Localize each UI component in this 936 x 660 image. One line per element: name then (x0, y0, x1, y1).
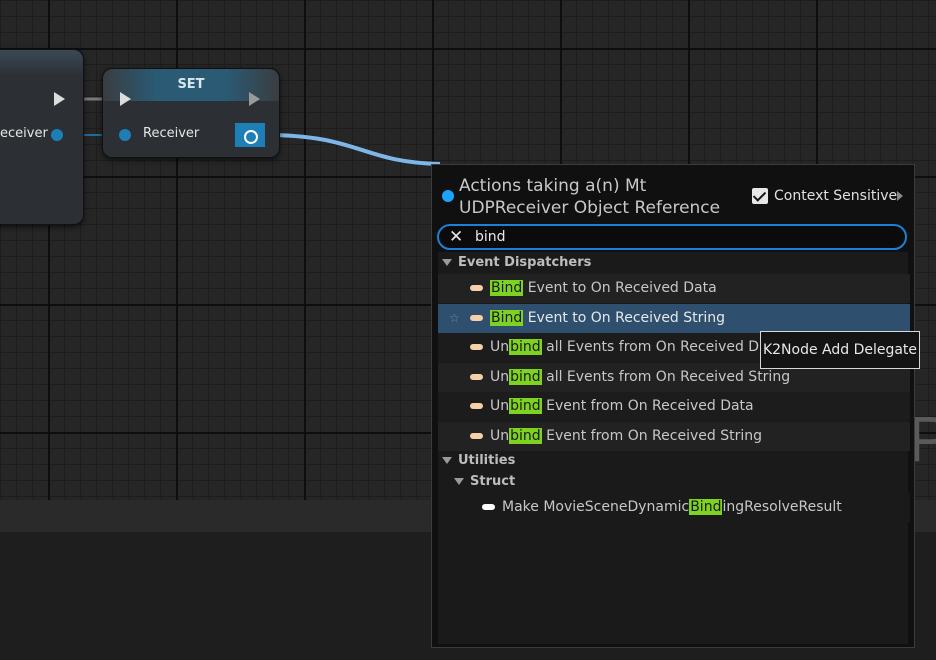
set-node-receiver-in-pin[interactable] (119, 129, 131, 141)
favorite-star-icon[interactable]: ☆ (449, 311, 460, 325)
set-node-exec-out-pin[interactable] (249, 92, 260, 106)
blueprint-action-menu: Actions taking a(n) Mt UDPReceiver Objec… (431, 164, 915, 648)
category-label: Utilities (458, 453, 516, 468)
subcategory-label: Struct (470, 474, 516, 489)
action-item-bind-event-received-data[interactable]: Bind Event to On Received Data (438, 274, 910, 303)
action-item-suffix: Event from On Received Data (541, 398, 754, 414)
search-match-highlight: bind (509, 398, 542, 414)
action-item-prefix: Un (490, 398, 510, 414)
expand-arrow-icon[interactable] (442, 457, 452, 464)
search-match-highlight: Bind (490, 310, 524, 326)
search-match-highlight: bind (509, 339, 542, 355)
left-node-pin-label: eceiver (0, 126, 48, 141)
action-item-suffix: all Events from On Received String (541, 369, 791, 385)
category-event-dispatchers[interactable]: Event Dispatchers (442, 252, 591, 274)
action-item-suffix: ingResolveResult (722, 499, 842, 515)
set-node-title: SET (177, 77, 205, 92)
action-item-make-moviescene-binding[interactable]: Make MovieSceneDynamicBindingResolveResu… (438, 493, 910, 522)
search-match-highlight: Bind (689, 499, 723, 515)
action-item-prefix: Un (490, 339, 510, 355)
expand-arrow-icon[interactable] (442, 259, 452, 266)
object-reference-pin-icon (442, 190, 454, 202)
clear-search-icon[interactable]: ✕ (449, 227, 464, 247)
set-node-output-pin[interactable] (244, 130, 258, 144)
action-item-unbind-event-received-data[interactable]: Unbind Event from On Received Data (438, 392, 910, 421)
action-item-unbind-event-received-string[interactable]: Unbind Event from On Received String (438, 422, 910, 451)
search-field[interactable]: ✕ (437, 224, 907, 250)
action-item-suffix: all Events from On Received Data (541, 339, 782, 355)
action-item-prefix: Make MovieSceneDynamic (502, 499, 690, 515)
expand-arrow-icon[interactable] (454, 478, 464, 485)
delegate-pin-icon (470, 403, 483, 409)
action-results-list[interactable]: Event Dispatchers Bind Event to On Recei… (438, 252, 910, 644)
context-sensitive-checkbox[interactable] (752, 188, 768, 204)
action-menu-title-line-1: Actions taking a(n) Mt (459, 176, 647, 196)
delegate-pin-icon (470, 374, 483, 380)
category-utilities[interactable]: Utilities (442, 450, 515, 472)
category-label: Event Dispatchers (458, 255, 592, 270)
set-node-receiver-label: Receiver (143, 126, 200, 141)
context-sensitive-label[interactable]: Context Sensitive (774, 188, 898, 204)
action-item-suffix: Event from On Received String (541, 428, 762, 444)
action-menu-title: Actions taking a(n) Mt UDPReceiver Objec… (459, 175, 749, 219)
search-match-highlight: bind (509, 369, 542, 385)
delegate-pin-icon (470, 285, 483, 291)
action-menu-title-line-2: UDPReceiver Object Reference (459, 198, 721, 218)
set-node-exec-in-pin[interactable] (120, 92, 131, 106)
delegate-pin-icon (470, 344, 483, 350)
left-node-exec-out-pin[interactable] (54, 92, 65, 106)
chevron-right-icon[interactable] (897, 191, 903, 201)
subcategory-struct[interactable]: Struct (454, 471, 515, 493)
search-match-highlight: bind (509, 428, 542, 444)
action-item-prefix: Un (490, 428, 510, 444)
delegate-pin-icon (470, 315, 483, 321)
search-input[interactable] (475, 226, 875, 248)
tooltip: K2Node Add Delegate (760, 331, 920, 369)
action-item-suffix: Event to On Received Data (523, 280, 717, 296)
struct-pin-icon (482, 504, 495, 510)
search-match-highlight: Bind (490, 280, 524, 296)
action-item-bind-event-received-string[interactable]: ☆ Bind Event to On Received String (438, 304, 910, 333)
action-item-suffix: Event to On Received String (523, 310, 726, 326)
action-item-prefix: Un (490, 369, 510, 385)
left-blueprint-node[interactable] (0, 49, 84, 225)
delegate-pin-icon (470, 433, 483, 439)
left-node-header (0, 50, 83, 76)
left-node-receiver-out-pin[interactable] (51, 129, 63, 141)
